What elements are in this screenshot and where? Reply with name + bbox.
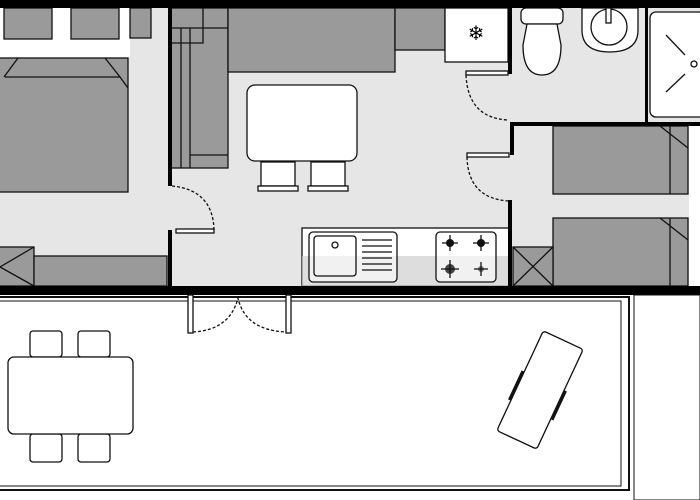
main-bedroom bbox=[0, 7, 168, 287]
sofa-back bbox=[227, 7, 396, 73]
snowflake-icon: ❄ bbox=[468, 21, 485, 45]
shelf bbox=[129, 7, 152, 39]
chair bbox=[310, 161, 346, 187]
bed2-lines bbox=[659, 217, 689, 286]
dresser bbox=[33, 255, 168, 287]
dining-table bbox=[246, 84, 358, 162]
terrace-chair bbox=[29, 330, 63, 358]
door-twin-bedroom[interactable] bbox=[466, 152, 510, 158]
chair-back bbox=[257, 185, 299, 192]
sofa-lines bbox=[171, 8, 228, 168]
chair bbox=[260, 161, 296, 187]
bed1-lines bbox=[659, 125, 689, 194]
wardrobe bbox=[0, 246, 35, 287]
nightstand-left bbox=[3, 7, 53, 40]
door-bedroom[interactable] bbox=[175, 228, 215, 234]
wardrobe-mark bbox=[512, 246, 554, 287]
shower-drain bbox=[690, 60, 698, 68]
sink-icon bbox=[313, 235, 357, 277]
bathroom bbox=[520, 7, 700, 118]
single-bed-1 bbox=[552, 125, 689, 195]
sofa-side bbox=[170, 7, 229, 169]
single-bed-2 bbox=[552, 217, 689, 287]
door-swing bbox=[465, 74, 509, 121]
shower-icon bbox=[649, 11, 700, 118]
wardrobe-mark bbox=[0, 246, 35, 287]
door-bathroom[interactable] bbox=[465, 70, 509, 76]
hob bbox=[435, 231, 497, 283]
gas-burner-icon bbox=[441, 235, 489, 278]
terrace-chair bbox=[77, 433, 111, 463]
drain bbox=[331, 241, 339, 249]
terrace-railing bbox=[0, 300, 622, 487]
terrace bbox=[0, 294, 700, 500]
door-swing bbox=[466, 156, 509, 202]
double-bed bbox=[0, 57, 129, 193]
chair-back bbox=[307, 185, 349, 192]
outside-area bbox=[633, 294, 700, 500]
terrace-chair bbox=[29, 433, 63, 463]
toilet-tank bbox=[520, 7, 564, 25]
faucet bbox=[605, 7, 612, 24]
terrace-door-post bbox=[285, 294, 292, 334]
walls bbox=[0, 0, 700, 295]
nightstand-right bbox=[70, 7, 120, 40]
terrace-table bbox=[7, 356, 134, 435]
terrace-door-swing[interactable] bbox=[192, 297, 287, 333]
terrace-chair bbox=[77, 330, 111, 358]
door-swing bbox=[171, 185, 215, 231]
living-kitchen: ❄ bbox=[170, 7, 511, 287]
washbasin bbox=[581, 7, 639, 53]
terrace-door-post bbox=[187, 294, 194, 334]
interior-doors[interactable] bbox=[171, 70, 510, 234]
sun-lounger bbox=[497, 331, 583, 449]
toilet-icon bbox=[522, 23, 562, 76]
window-strip bbox=[689, 126, 700, 286]
cabinet bbox=[394, 7, 446, 51]
shower-lines bbox=[665, 34, 686, 93]
bed-pillow-lines bbox=[3, 57, 129, 89]
drainboard bbox=[362, 239, 392, 271]
